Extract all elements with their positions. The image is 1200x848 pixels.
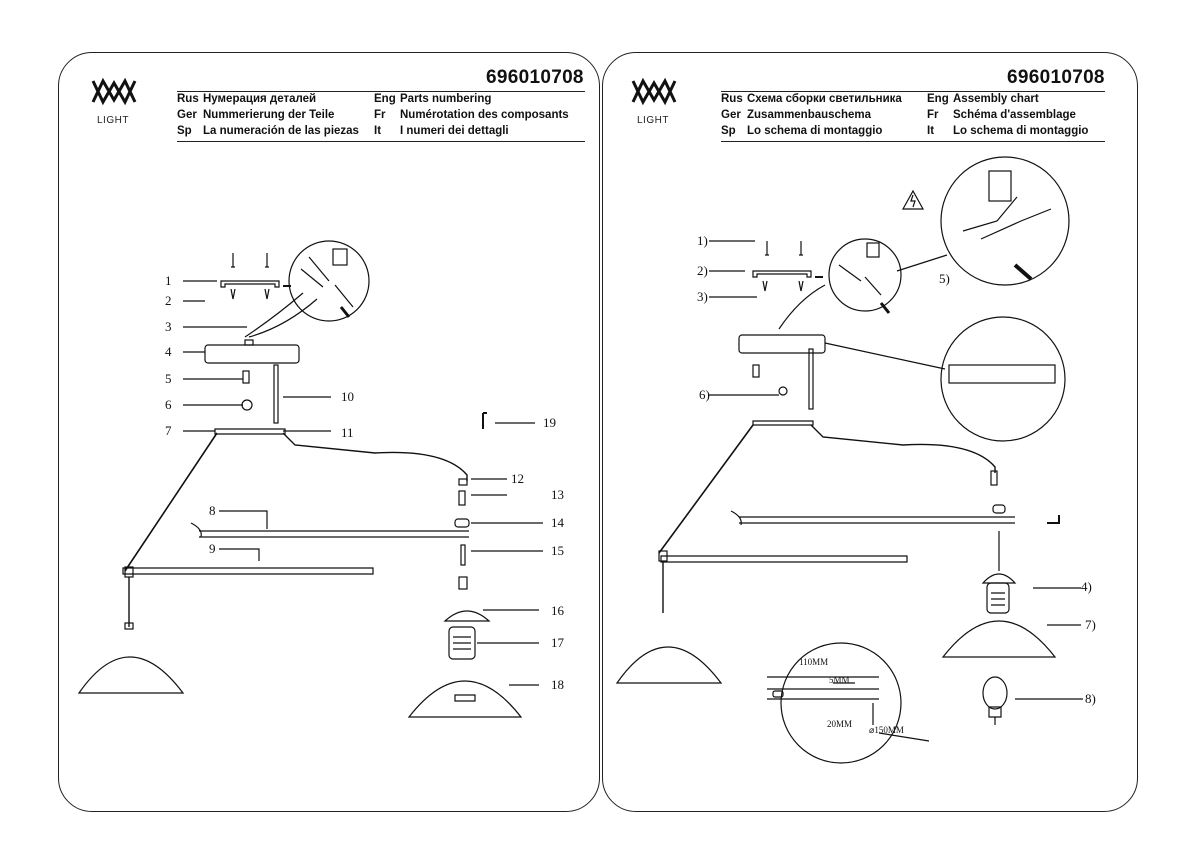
product-code-right: 696010708 [1007, 67, 1105, 88]
header-rule [177, 91, 585, 92]
callout-3: 3 [165, 319, 172, 334]
callout-10: 10 [341, 389, 354, 404]
callout-3: 3) [697, 289, 708, 304]
product-code: 696010708 [486, 67, 584, 88]
header-rule-right [721, 91, 1105, 92]
dimension-width: 110MM [799, 657, 829, 667]
callout-16: 16 [551, 603, 564, 618]
callout-15: 15 [551, 543, 564, 558]
logo-icon [91, 77, 137, 106]
callout-17: 17 [551, 635, 564, 650]
callout-8: 8 [209, 503, 216, 518]
callout-11: 11 [341, 425, 354, 440]
callout-4: 4) [1081, 579, 1092, 594]
brand-logo [89, 75, 139, 109]
parts-diagram [77, 240, 543, 718]
callout-8: 8) [1085, 691, 1096, 706]
callout-4: 4 [165, 344, 172, 359]
callout-2: 2) [697, 263, 708, 278]
callout-9: 9 [209, 541, 216, 556]
logo-icon [631, 77, 677, 106]
callout-6: 6) [699, 387, 710, 402]
logo-text-right: LIGHT [637, 115, 669, 126]
callout-7: 7) [1085, 617, 1096, 632]
callout-19: 19 [543, 415, 556, 430]
callout-18: 18 [551, 677, 564, 692]
callout-7: 7 [165, 423, 172, 438]
dimension-diameter: ⌀150MM [869, 725, 904, 735]
callout-14: 14 [551, 515, 564, 530]
brand-logo-right [629, 75, 679, 109]
dimension-height: 20MM [827, 719, 853, 729]
callout-2: 2 [165, 293, 172, 308]
assembly-diagram [615, 156, 1083, 764]
callout-1: 1) [697, 233, 708, 248]
header-rule-bottom [177, 141, 585, 142]
header-rule-bottom-right [721, 141, 1105, 142]
dimension-gap: 5MM [829, 675, 850, 685]
logo-text: LIGHT [97, 115, 129, 126]
callout-5: 5) [939, 271, 950, 286]
callout-13: 13 [551, 487, 564, 502]
callout-1: 1 [165, 273, 172, 288]
callout-5: 5 [165, 371, 172, 386]
callout-6: 6 [165, 397, 172, 412]
callout-12: 12 [511, 471, 524, 486]
